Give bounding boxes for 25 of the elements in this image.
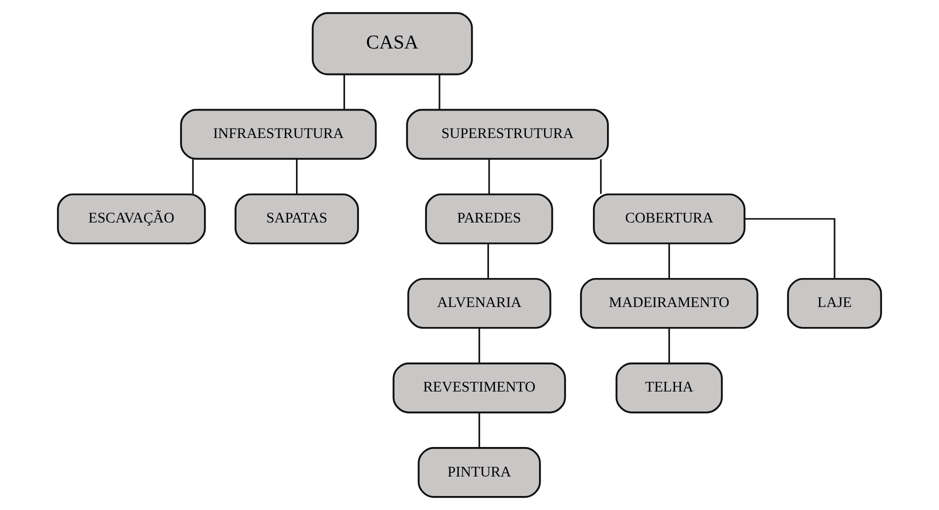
- node-box: LAJE: [787, 278, 882, 329]
- connector: [487, 244, 489, 278]
- node-box: ALVENARIA: [407, 278, 552, 329]
- connector: [478, 328, 480, 363]
- node-box: INFRAESTRUTURA: [180, 108, 377, 160]
- connector: [343, 74, 346, 110]
- connector: [438, 74, 440, 110]
- node-box: PINTURA: [418, 447, 541, 498]
- connector: [296, 159, 298, 194]
- node-box: COBERTURA: [592, 193, 746, 244]
- connector: [600, 159, 602, 194]
- connector: [744, 218, 836, 278]
- connector: [488, 159, 490, 194]
- node-box: ESCAVAÇÃO: [56, 193, 206, 244]
- connector: [668, 328, 670, 363]
- connector: [478, 412, 480, 448]
- node-box: CASA: [312, 12, 473, 76]
- node-box: SAPATAS: [234, 193, 359, 244]
- node-box: MADEIRAMENTO: [580, 278, 758, 329]
- node-box: REVESTIMENTO: [392, 362, 566, 414]
- node-box: PAREDES: [425, 193, 554, 244]
- node-box: TELHA: [616, 362, 723, 414]
- connector: [668, 244, 670, 278]
- connector: [192, 159, 194, 194]
- node-box: SUPERESTRUTURA: [406, 108, 609, 160]
